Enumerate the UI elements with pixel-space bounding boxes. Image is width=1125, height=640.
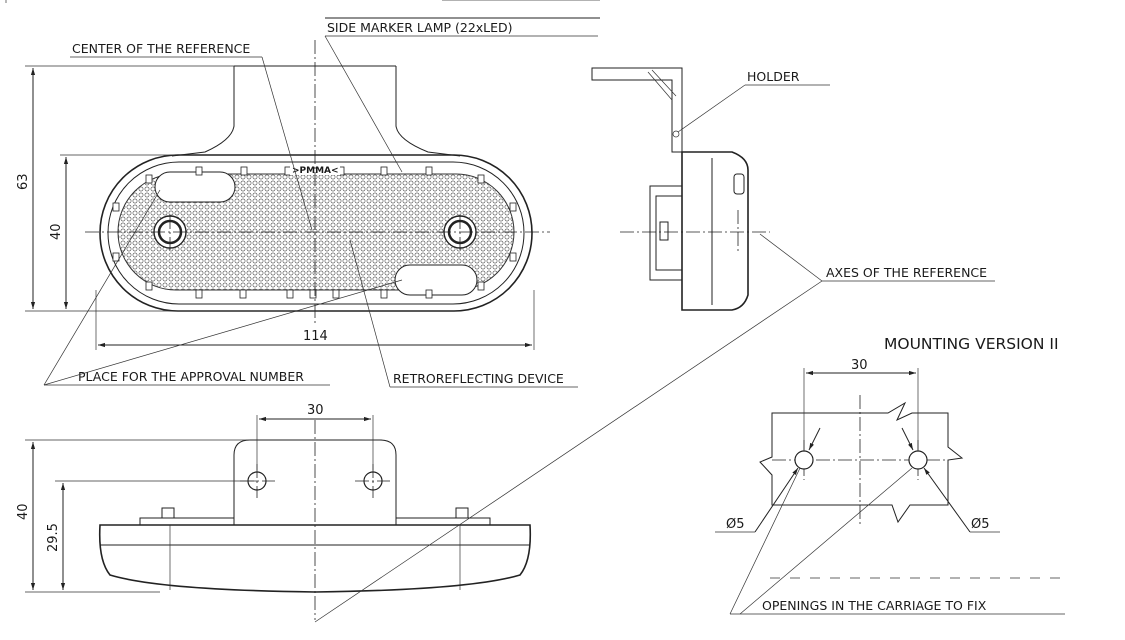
approval-field-right [394,264,478,296]
lamp-inner-rim [107,161,525,305]
annotations: SIDE MARKER LAMP (22xLED) CENTER OF THE … [43,20,1065,623]
top-frame-lines [5,0,600,19]
bottom-dimensions: 30 40 29.5 [16,403,374,593]
front-dimensions: 63 40 114 [16,65,535,350]
label-openings-in-carriage: OPENINGS IN THE CARRIAGE TO FIX [762,598,987,613]
label-center-of-reference: CENTER OF THE REFERENCE [72,41,250,56]
label-holder: HOLDER [747,69,800,84]
dim-hole-diameter-right: Ø5 [971,517,990,532]
dim-bottom-hole-height: 29.5 [46,523,61,552]
front-bracket [171,65,461,157]
side-mount-stud [649,185,683,281]
side-view [591,67,770,311]
dim-front-width: 114 [303,329,328,344]
dim-front-height-lens: 40 [49,223,64,240]
approval-field-left [154,171,236,203]
mounting-version-title: MOUNTING VERSION II [884,335,1059,353]
label-axes-of-reference: AXES OF THE REFERENCE [826,265,987,280]
lens-marking: >PMMA< [292,166,339,176]
mounting-version-view: MOUNTING VERSION II 30 Ø5 Ø5 [715,335,1060,579]
dim-front-height-total: 63 [16,173,31,190]
dim-hole-diameter-left: Ø5 [726,517,745,532]
led-markers [112,166,517,299]
bottom-lamp-body [98,524,532,593]
label-side-marker-lamp: SIDE MARKER LAMP (22xLED) [327,20,513,35]
dim-bottom-height-total: 40 [16,503,31,520]
mount-hole-right [908,450,928,470]
label-retroreflecting-device: RETROREFLECTING DEVICE [393,371,564,386]
side-lamp-body [681,151,749,311]
holder-bracket [591,67,683,153]
dim-bottom-hole-spacing: 30 [307,403,324,418]
bottom-bracket [233,439,397,525]
mount-hole-left [794,450,814,470]
label-approval-number: PLACE FOR THE APPROVAL NUMBER [78,369,304,384]
dim-mounting-hole-spacing: 30 [851,358,868,373]
front-view: >PMMA< [85,40,550,325]
carriage-plate [759,401,964,524]
bottom-view [98,420,532,620]
